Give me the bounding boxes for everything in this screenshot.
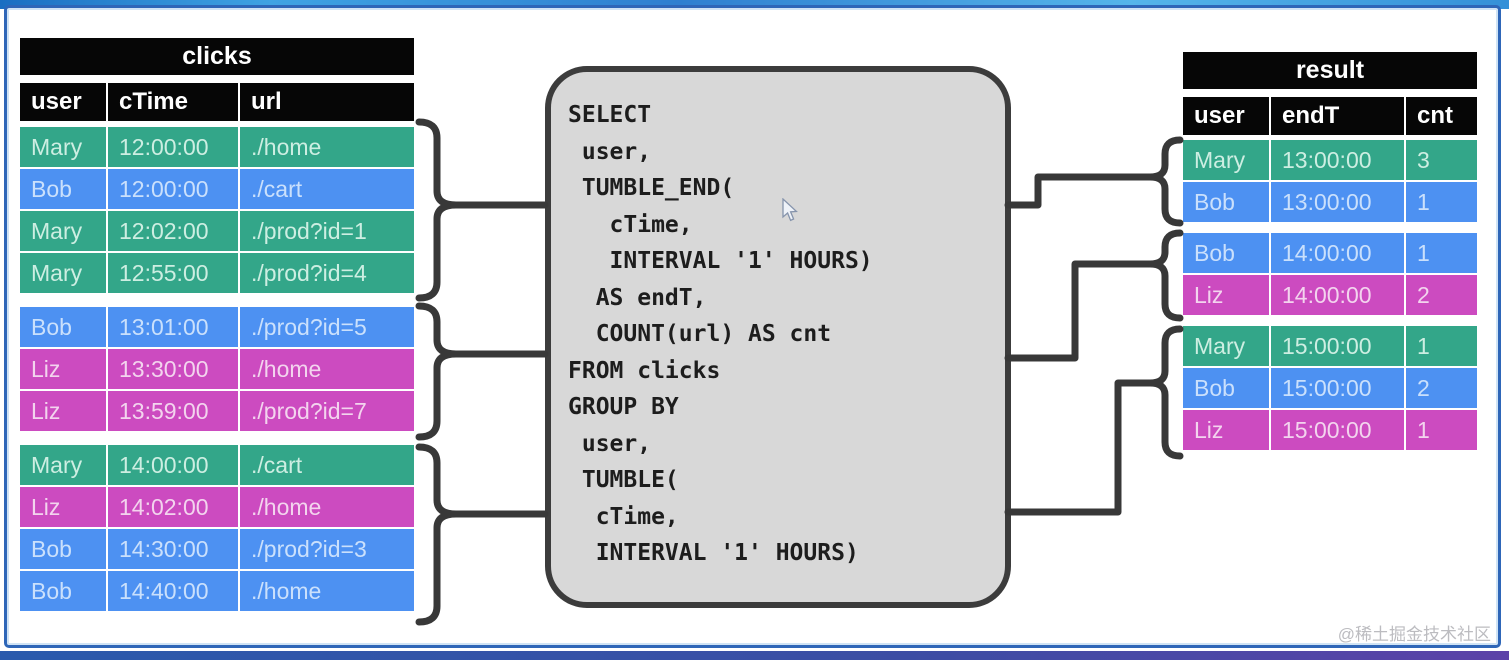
table-cell: Liz	[1183, 275, 1269, 315]
table-cell: 12:00:00	[108, 169, 238, 209]
table-cell: 3	[1406, 140, 1477, 180]
table-cell: ./cart	[240, 169, 414, 209]
table-cell: 2	[1406, 368, 1477, 408]
table-cell: Liz	[1183, 410, 1269, 450]
table-cell: 13:30:00	[108, 349, 238, 389]
clicks-table-title: clicks	[20, 38, 414, 75]
table-cell: 13:01:00	[108, 307, 238, 347]
table-cell: Bob	[20, 529, 106, 569]
table-cell: Bob	[1183, 182, 1269, 222]
column-header-user: user	[20, 83, 106, 121]
mouse-cursor-icon	[782, 198, 798, 222]
watermark-text: @稀土掘金技术社区	[1337, 625, 1491, 644]
table-cell: 14:00:00	[108, 445, 238, 485]
bottom-gradient-bar	[0, 651, 1509, 660]
table-cell: Bob	[20, 169, 106, 209]
sql-query-code: SELECT user, TUMBLE_END( cTime, INTERVAL…	[568, 102, 873, 566]
table-cell: Mary	[1183, 140, 1269, 180]
result-table-header-row: user endT cnt	[1183, 97, 1477, 135]
table-cell: Bob	[1183, 368, 1269, 408]
slide-border-frame	[4, 5, 1501, 648]
table-cell: Liz	[20, 391, 106, 431]
column-header-ctime: cTime	[108, 83, 238, 121]
table-cell: 14:00:00	[1271, 275, 1404, 315]
table-cell: Liz	[20, 487, 106, 527]
table-cell: Mary	[20, 445, 106, 485]
table-cell: ./prod?id=5	[240, 307, 414, 347]
table-cell: Mary	[20, 127, 106, 167]
table-cell: ./cart	[240, 445, 414, 485]
top-gradient-bar	[0, 0, 1509, 9]
table-cell: Mary	[20, 211, 106, 251]
table-cell: ./home	[240, 487, 414, 527]
table-cell: 14:00:00	[1271, 233, 1404, 273]
table-cell: 12:02:00	[108, 211, 238, 251]
table-cell: ./prod?id=7	[240, 391, 414, 431]
table-cell: ./prod?id=1	[240, 211, 414, 251]
table-cell: 12:00:00	[108, 127, 238, 167]
column-header-endt: endT	[1271, 97, 1404, 135]
table-cell: Bob	[20, 571, 106, 611]
table-cell: 2	[1406, 275, 1477, 315]
table-cell: 14:02:00	[108, 487, 238, 527]
table-cell: Mary	[20, 253, 106, 293]
table-cell: ./prod?id=4	[240, 253, 414, 293]
table-cell: 1	[1406, 326, 1477, 366]
table-cell: Mary	[1183, 326, 1269, 366]
column-header-url: url	[240, 83, 414, 121]
table-cell: 15:00:00	[1271, 326, 1404, 366]
table-cell: Bob	[1183, 233, 1269, 273]
table-cell: Bob	[20, 307, 106, 347]
table-cell: ./prod?id=3	[240, 529, 414, 569]
result-table-title: result	[1183, 52, 1477, 89]
table-cell: 13:00:00	[1271, 140, 1404, 180]
table-cell: 14:30:00	[108, 529, 238, 569]
table-cell: ./home	[240, 127, 414, 167]
table-cell: ./home	[240, 349, 414, 389]
table-cell: 15:00:00	[1271, 368, 1404, 408]
column-header-user: user	[1183, 97, 1269, 135]
table-cell: 15:00:00	[1271, 410, 1404, 450]
table-cell: 12:55:00	[108, 253, 238, 293]
clicks-table-header-row: user cTime url	[20, 83, 414, 121]
table-cell: 14:40:00	[108, 571, 238, 611]
table-cell: ./home	[240, 571, 414, 611]
table-cell: 13:59:00	[108, 391, 238, 431]
table-cell: 1	[1406, 410, 1477, 450]
table-cell: 1	[1406, 233, 1477, 273]
table-cell: 1	[1406, 182, 1477, 222]
column-header-cnt: cnt	[1406, 97, 1477, 135]
table-cell: 13:00:00	[1271, 182, 1404, 222]
table-cell: Liz	[20, 349, 106, 389]
